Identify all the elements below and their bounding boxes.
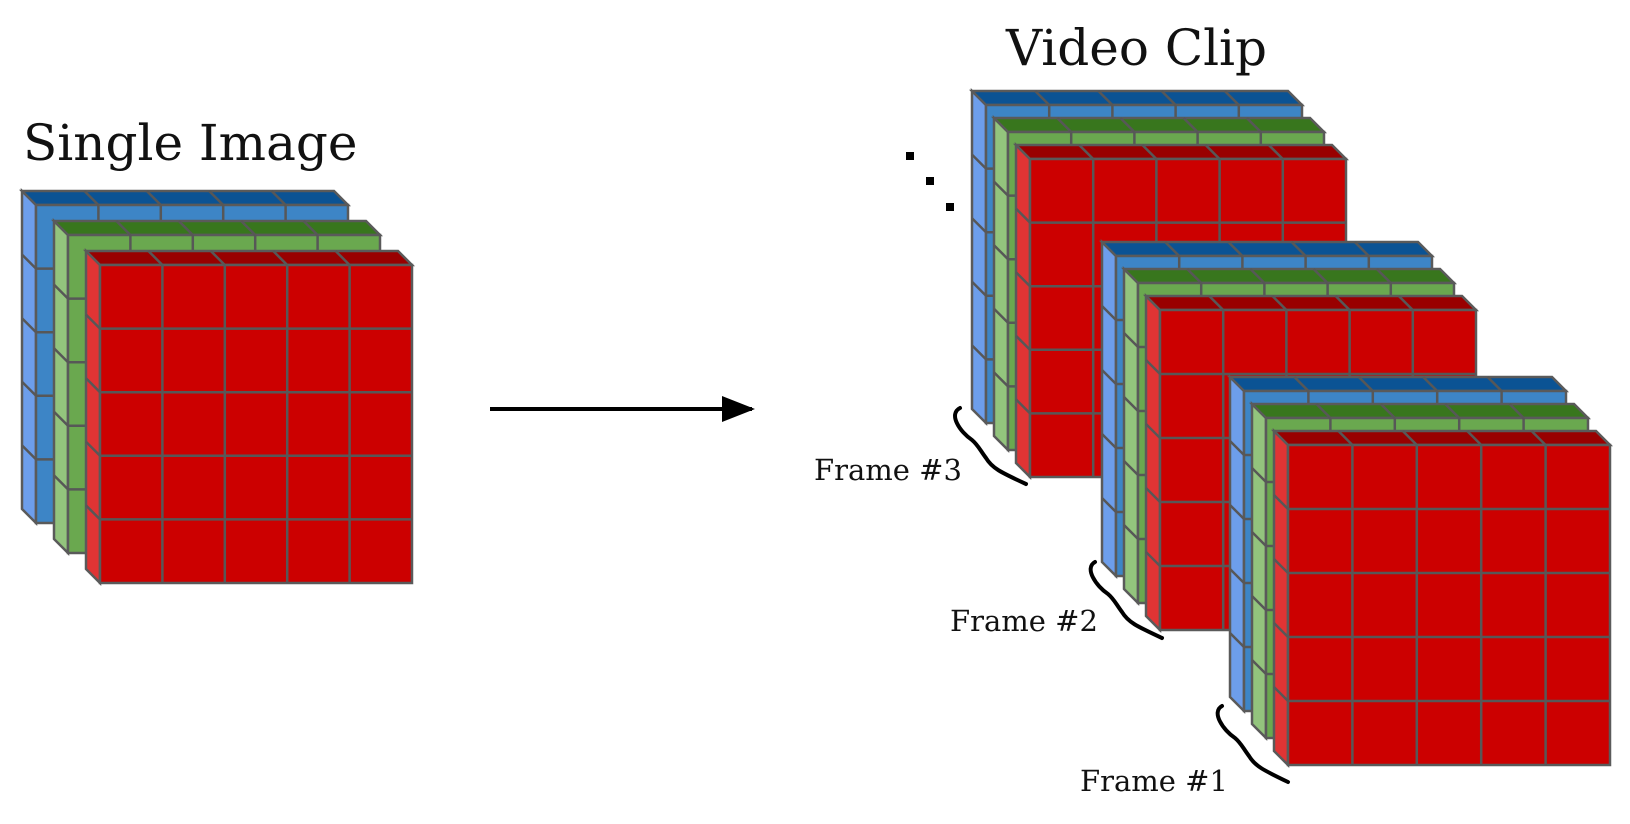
frame-1-green-channel-side-face — [1250, 400, 1268, 742]
single-image-red-channel-side-face — [84, 247, 102, 587]
frame-3-green-channel-top-face — [990, 116, 1328, 134]
single-image-blue-channel-side-face — [20, 187, 38, 527]
frame-2-red-channel-top-face — [1142, 294, 1480, 312]
single-image-green-channel-top-face — [50, 219, 384, 237]
more-frames-ellipsis — [906, 152, 954, 211]
frame-1-green-channel-top-face — [1248, 402, 1592, 420]
frame-3-red-channel-top-face — [1012, 143, 1350, 161]
frame-3-blue-channel-side-face — [970, 87, 988, 427]
single-image-blue-channel-top-face — [18, 189, 352, 207]
single-image-title: Single Image — [23, 114, 358, 172]
single-image-green-channel-side-face — [52, 217, 70, 557]
frame-3-label: Frame #3 — [814, 453, 962, 487]
frame-1-red-channel-top-face — [1270, 429, 1614, 447]
frame-1-stack — [1226, 373, 1614, 769]
frame-1-red-channel-front-face — [1286, 443, 1612, 767]
frame-3-brace — [953, 406, 1028, 486]
frame-2-red-channel-side-face — [1144, 292, 1162, 634]
frame-1-red-channel-side-face — [1272, 427, 1290, 769]
frame-3-green-channel-side-face — [992, 114, 1010, 454]
frame-1-blue-channel-top-face — [1226, 375, 1570, 393]
frame-1-blue-channel-side-face — [1228, 373, 1246, 715]
frame-1-red-channel — [1270, 427, 1614, 769]
single-image-red-channel-top-face — [82, 249, 416, 267]
frame-3-red-channel-side-face — [1014, 141, 1032, 481]
video-clip-title: Video Clip — [1005, 19, 1267, 77]
frame-2-green-channel-top-face — [1120, 267, 1458, 285]
frame-1-label: Frame #1 — [1080, 764, 1228, 798]
transform-arrow — [490, 396, 755, 422]
frame-1-brace — [1215, 704, 1290, 784]
single-image-stack — [18, 187, 416, 587]
frame-2-label: Frame #2 — [950, 604, 1098, 638]
frame-2-blue-channel-side-face — [1100, 238, 1118, 580]
frame-3-blue-channel-top-face — [968, 89, 1306, 107]
single-image-red-channel — [82, 247, 416, 587]
single-image-red-channel-front-face — [98, 263, 414, 585]
frame-2-brace — [1088, 560, 1164, 640]
frame-2-blue-channel-top-face — [1098, 240, 1436, 258]
frame-2-green-channel-side-face — [1122, 265, 1140, 607]
